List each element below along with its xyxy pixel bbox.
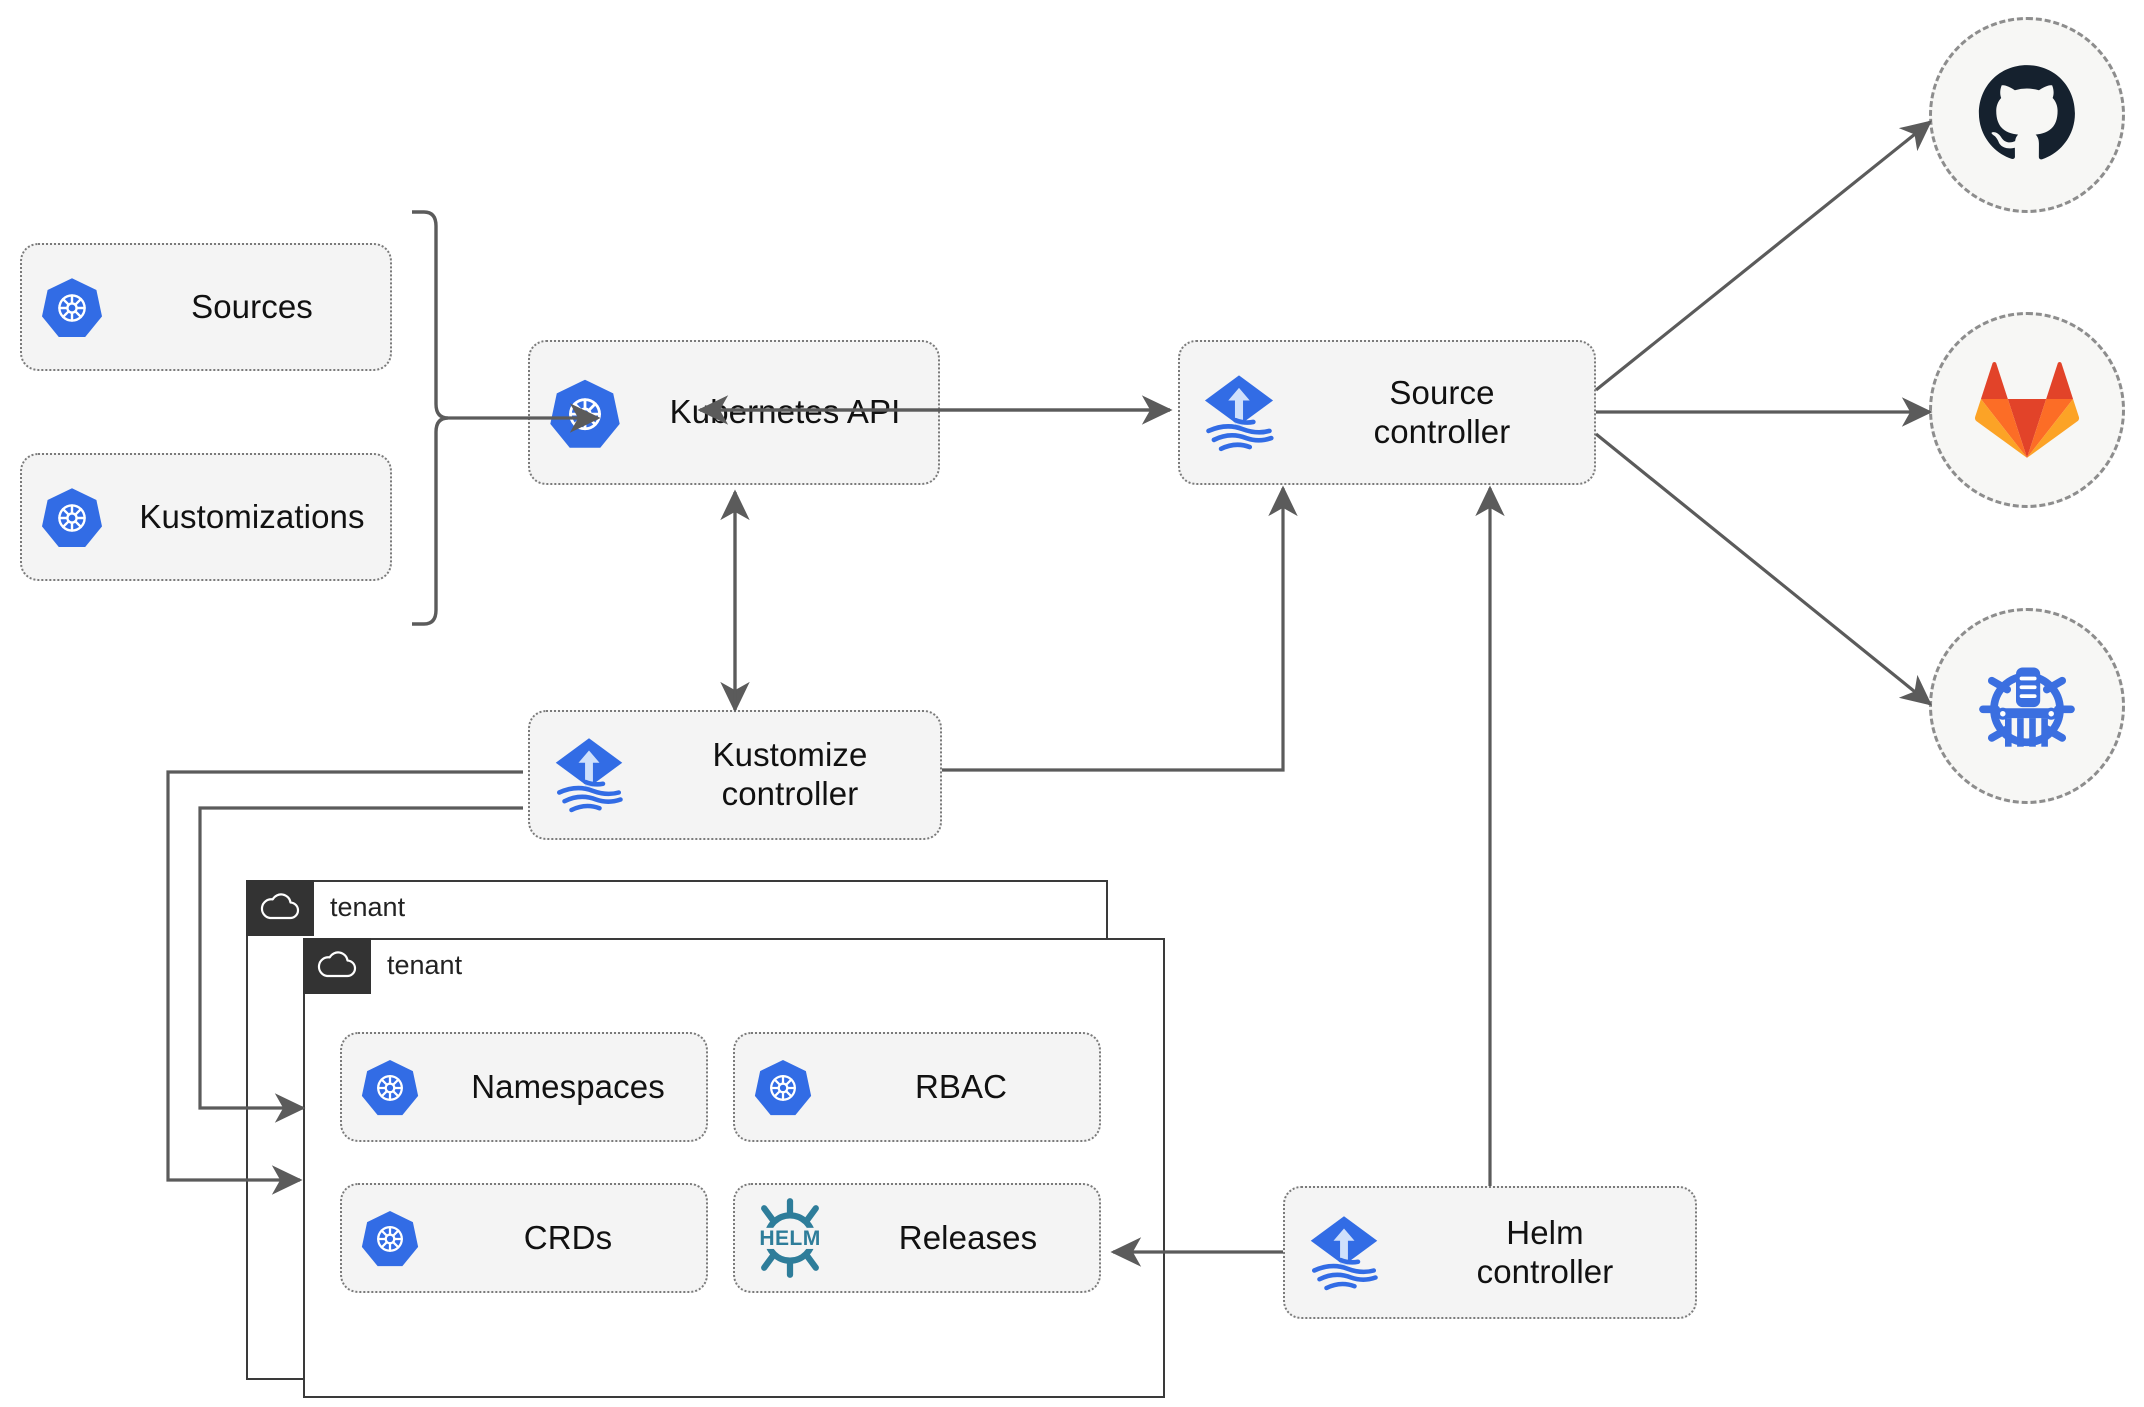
kubernetes-icon bbox=[342, 1208, 438, 1268]
resource-namespaces-label: Namespaces bbox=[471, 1067, 665, 1105]
edge-kustomize-controller-to-source-controller bbox=[942, 485, 1298, 772]
node-sources[interactable]: Sources bbox=[20, 243, 392, 371]
node-kustomize-controller-label: Kustomize controller bbox=[648, 736, 940, 814]
flux-icon bbox=[1285, 1211, 1403, 1295]
kubernetes-icon bbox=[342, 1057, 438, 1117]
node-kustomizations[interactable]: Kustomizations bbox=[20, 453, 392, 581]
kubernetes-icon bbox=[530, 376, 640, 450]
flux-icon bbox=[530, 733, 648, 817]
edge-source-controller-to-github bbox=[1594, 120, 1932, 392]
helm-icon: HELM bbox=[735, 1198, 845, 1278]
node-kubernetes-api-label: Kubernetes API bbox=[669, 393, 901, 431]
resource-releases-label: Releases bbox=[898, 1218, 1038, 1256]
edge-source-controller-to-chart-repository bbox=[1594, 432, 1932, 706]
tenant-label-outer: tenant bbox=[330, 892, 406, 922]
node-kustomize-controller-line1: Kustomize bbox=[712, 736, 868, 774]
resource-crds[interactable]: CRDs bbox=[340, 1183, 708, 1293]
resource-rbac-label: RBAC bbox=[914, 1067, 1008, 1105]
cloud-icon bbox=[245, 879, 314, 936]
kubernetes-icon bbox=[22, 485, 122, 549]
flux-icon bbox=[1180, 370, 1298, 456]
node-kubernetes-api[interactable]: Kubernetes API bbox=[528, 340, 940, 485]
kubernetes-icon bbox=[22, 275, 122, 339]
endpoint-gitlab[interactable] bbox=[1929, 312, 2125, 508]
node-kustomize-controller[interactable]: Kustomize controller bbox=[528, 710, 942, 840]
gitlab-icon bbox=[1974, 361, 2080, 458]
svg-text:HELM: HELM bbox=[759, 1227, 820, 1250]
node-helm-controller-line1: Helm bbox=[1506, 1213, 1584, 1251]
endpoint-github[interactable] bbox=[1929, 17, 2125, 213]
node-sources-label: Sources bbox=[191, 287, 313, 325]
node-helm-controller[interactable]: Helm controller bbox=[1283, 1186, 1697, 1319]
node-kustomizations-label: Kustomizations bbox=[139, 497, 365, 535]
github-icon bbox=[1978, 65, 2075, 160]
tenant-label-inner: tenant bbox=[387, 950, 463, 980]
sources-group-brace bbox=[412, 210, 449, 626]
node-source-controller-label: Source controller bbox=[1298, 374, 1594, 452]
node-source-controller-line1: Source bbox=[1389, 373, 1495, 411]
resource-crds-label: CRDs bbox=[523, 1218, 613, 1256]
resource-releases[interactable]: HELM Releases bbox=[733, 1183, 1101, 1293]
node-helm-controller-label: Helm controller bbox=[1403, 1214, 1695, 1292]
tenant-container-inner[interactable]: tenant bbox=[302, 937, 1165, 1398]
node-source-controller[interactable]: Source controller bbox=[1178, 340, 1596, 485]
node-helm-controller-line2: controller bbox=[1476, 1252, 1614, 1290]
resource-namespaces[interactable]: Namespaces bbox=[340, 1032, 708, 1142]
node-kustomize-controller-line2: controller bbox=[721, 775, 859, 812]
helm-chart-repository-icon bbox=[1979, 667, 2075, 747]
node-source-controller-line2: controller bbox=[1373, 412, 1511, 450]
kubernetes-icon bbox=[735, 1057, 831, 1117]
resource-rbac[interactable]: RBAC bbox=[733, 1032, 1101, 1142]
endpoint-chart-repository[interactable] bbox=[1929, 608, 2125, 804]
cloud-icon bbox=[302, 937, 371, 994]
